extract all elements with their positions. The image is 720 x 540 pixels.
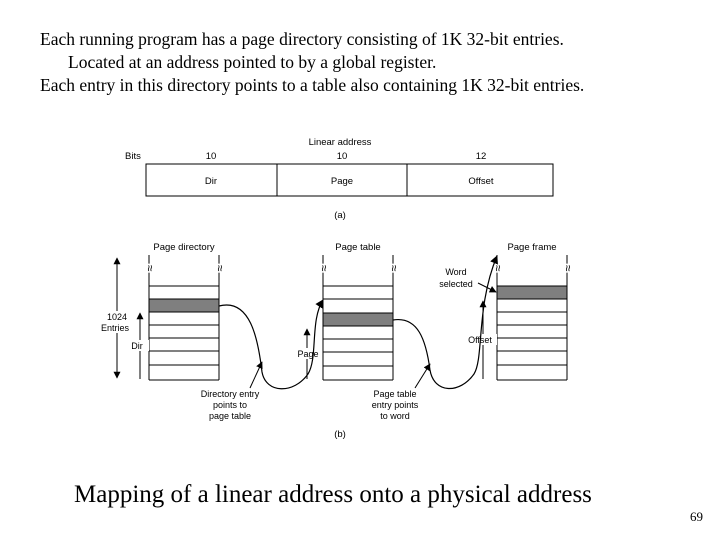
page-frame-label: Page frame — [507, 242, 556, 253]
dir-field-label: Dir — [205, 176, 217, 187]
break-mark: ≈ — [561, 265, 575, 272]
page-frame-table: ≈ ≈ — [490, 255, 577, 381]
entries-count: 1024 — [107, 312, 127, 322]
intro-text: Each running program has a page director… — [40, 28, 710, 97]
bits-label: Bits — [125, 151, 141, 162]
directory-entry-pointer — [249, 361, 263, 389]
table-entry-label-line1: Page table — [373, 389, 416, 399]
table-to-frame-curve — [392, 255, 498, 390]
selected-page-table-entry — [322, 312, 394, 327]
table-entry-pointer — [414, 363, 431, 389]
page-table: ≈ ≈ — [316, 255, 403, 381]
intro-line-2: Located at an address pointed to by a gl… — [68, 52, 437, 72]
entries-word: Entries — [101, 323, 130, 333]
page-label: Page — [297, 349, 318, 359]
linear-address-diagram: Linear address Bits 10 10 12 Dir Page Of… — [125, 137, 554, 221]
word-selected-label-line1: Word — [445, 267, 466, 277]
break-mark: ≈ — [213, 265, 227, 272]
break-mark: ≈ — [143, 265, 157, 272]
linear-address-title: Linear address — [309, 137, 372, 148]
page-table-label: Page table — [335, 242, 380, 253]
slide-caption: Mapping of a linear address onto a physi… — [74, 481, 592, 508]
page-directory-label: Page directory — [153, 242, 215, 253]
word-selected-label-line2: selected — [439, 279, 473, 289]
intro-line-1: Each running program has a page director… — [40, 29, 564, 49]
break-mark: ≈ — [491, 265, 505, 272]
table-entry-label-line3: to word — [380, 411, 410, 421]
paging-structure-diagram: Page directory Page table Page frame ≈ ≈ — [101, 242, 577, 440]
sublabel-b: (b) — [334, 429, 346, 440]
sublabel-a: (a) — [334, 210, 346, 221]
paging-diagram: Linear address Bits 10 10 12 Dir Page Of… — [101, 137, 577, 440]
selected-directory-entry — [148, 298, 220, 313]
directory-entry-label-line1: Directory entry — [201, 389, 260, 399]
directory-entry-label-line3: page table — [209, 411, 251, 421]
page-field-label: Page — [331, 176, 353, 187]
page-bits: 10 — [337, 151, 348, 162]
linear-address-box — [145, 163, 554, 197]
offset-bits: 12 — [476, 151, 487, 162]
break-mark: ≈ — [387, 265, 401, 272]
selected-word — [496, 285, 568, 300]
page-number: 69 — [690, 509, 703, 524]
offset-field-label: Offset — [468, 176, 494, 187]
intro-line-3: Each entry in this directory points to a… — [40, 75, 585, 95]
dir-bits: 10 — [206, 151, 217, 162]
table-entry-label-line2: entry points — [372, 400, 419, 410]
break-mark: ≈ — [317, 265, 331, 272]
directory-entry-label-line2: points to — [213, 400, 247, 410]
page-directory-table: ≈ ≈ — [142, 255, 229, 381]
directory-to-table-curve — [218, 299, 324, 390]
dir-label: Dir — [131, 341, 143, 351]
